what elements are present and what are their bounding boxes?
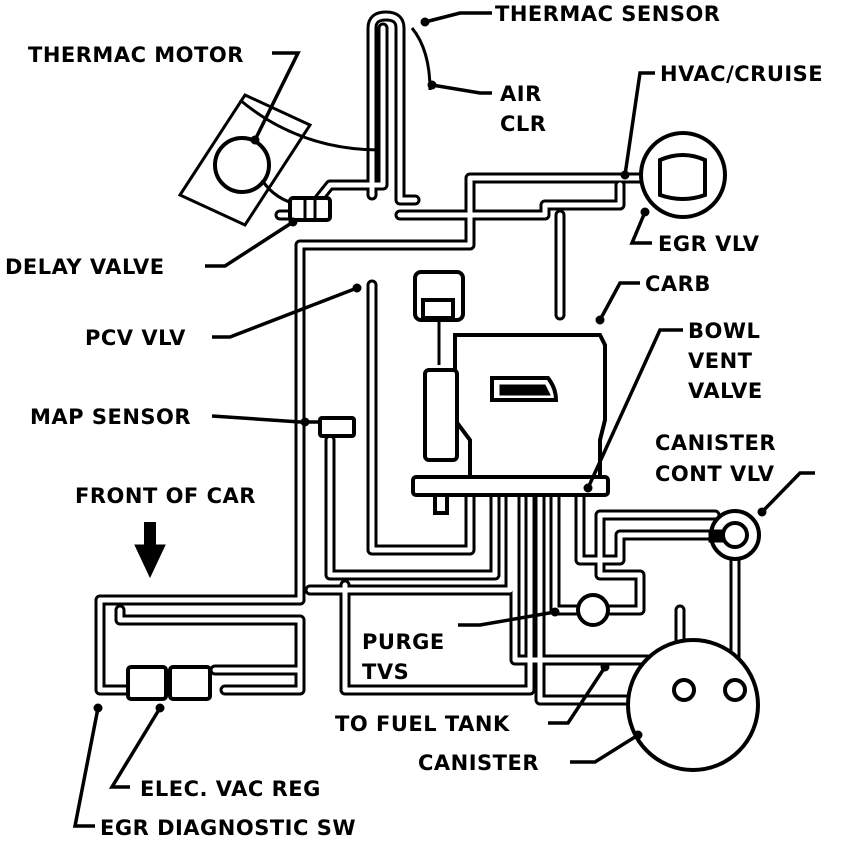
delay-valve [288,196,332,222]
label-elec-vac-reg: ELEC. VAC REG [140,777,321,801]
label-purge-tvs-1: PURGE [362,630,445,654]
label-thermac-motor: THERMAC MOTOR [28,43,244,67]
map-sensor [318,416,356,438]
label-canister: CANISTER [418,751,539,775]
label-air-clr-2: CLR [500,112,546,136]
label-egr-vlv: EGR VLV [658,232,760,256]
label-egr-diagnostic-sw: EGR DIAGNOSTIC SW [100,816,356,840]
label-map-sensor: MAP SENSOR [30,405,191,429]
thermac-motor [177,93,381,227]
elec-vac-reg [168,665,212,701]
label-front-of-car: FRONT OF CAR [75,484,256,508]
egr-valve [639,131,727,219]
label-bowl-vent-2: VENT [688,349,753,373]
leader-lines [72,11,815,828]
label-carb: CARB [645,272,711,296]
component-labels: THERMAC SENSOR THERMAC MOTOR AIR CLR HVA… [5,2,823,840]
label-purge-tvs-2: TVS [362,660,409,684]
label-hvac-cruise: HVAC/CRUISE [660,62,823,86]
label-bowl-vent-3: VALVE [688,379,763,403]
label-pcv-vlv: PCV VLV [85,326,186,350]
label-canister-cont-1: CANISTER [655,431,776,455]
label-bowl-vent-1: BOWL [688,319,760,343]
canister-control-valve [708,509,761,561]
thermac-sensor [410,27,432,91]
front-of-car-arrow [134,522,166,579]
purge-tvs [576,593,610,627]
label-to-fuel-tank: TO FUEL TANK [335,712,510,736]
charcoal-canister [626,638,760,772]
egr-diagnostic-switch [126,665,168,701]
label-air-clr-1: AIR [500,82,542,106]
carburetor [411,270,610,515]
label-thermac-sensor: THERMAC SENSOR [495,2,720,26]
label-delay-valve: DELAY VALVE [5,255,165,279]
label-canister-cont-2: CONT VLV [655,462,775,486]
